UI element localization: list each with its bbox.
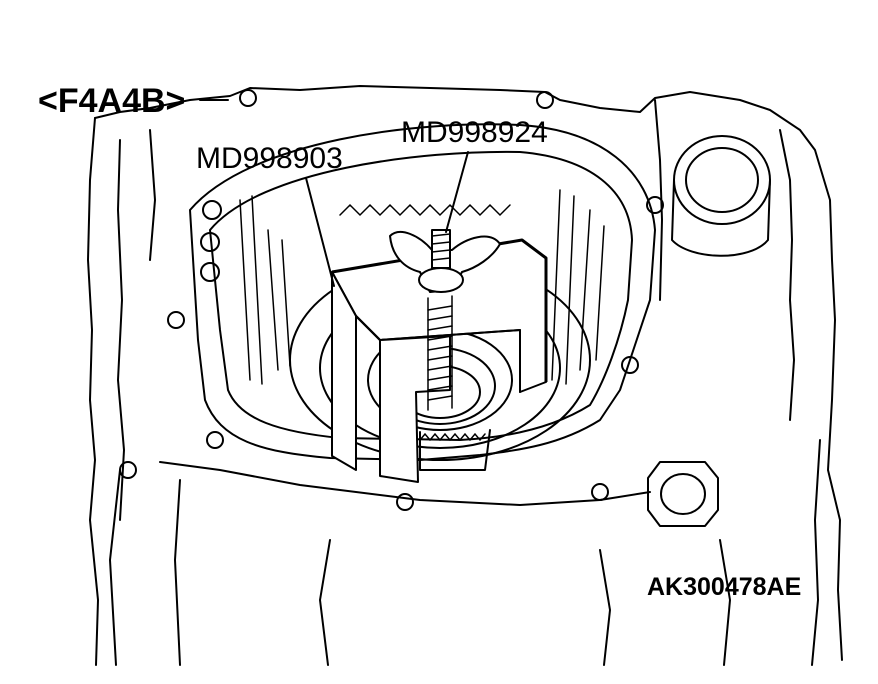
flange-bolt-bosses [119,89,664,511]
transaxle-case [87,85,843,666]
leader-line-md998903 [305,177,335,287]
tool-label-md998924: MD998924 [401,116,548,149]
leader-lines [199,99,469,287]
internal-plates [239,189,605,385]
variant-label: <F4A4B> [38,82,186,120]
puller-body-tool [331,238,548,483]
figure-id: AK300478AE [647,573,802,601]
wing-bolt-tool [389,229,501,411]
leader-line-md998924 [445,151,469,233]
tool-label-md998903: MD998903 [196,142,343,175]
case-flange [189,123,656,461]
case-boss [671,135,771,257]
drain-plug [647,461,719,527]
